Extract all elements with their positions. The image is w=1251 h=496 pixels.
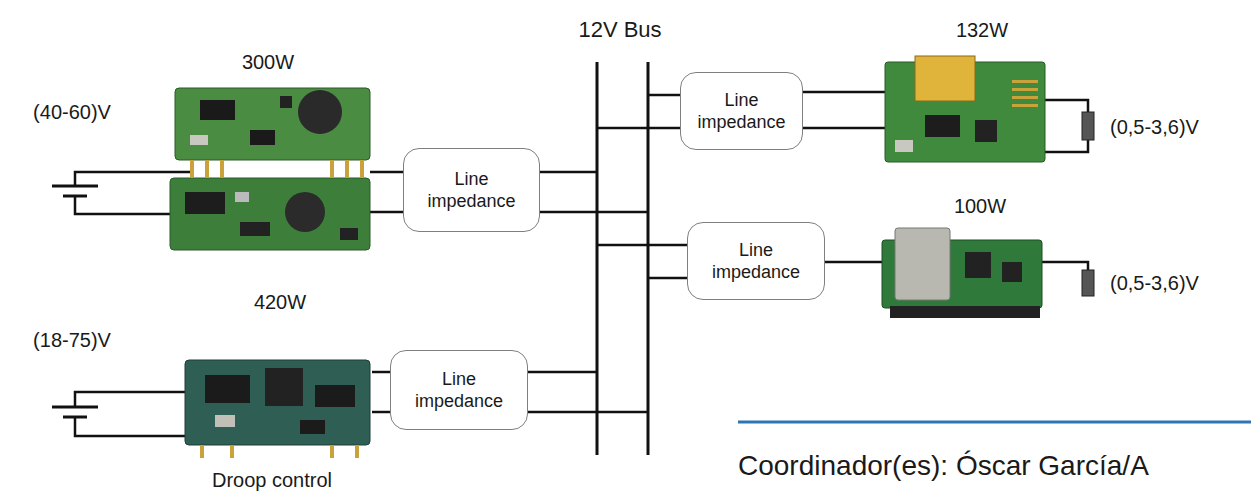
diagram-label: 132W [956, 18, 1008, 42]
wire [1042, 262, 1088, 270]
battery-symbol [63, 416, 87, 419]
box-text: Line impedance [400, 368, 518, 413]
converter-module-illustration [345, 160, 349, 178]
converter-module-illustration [185, 192, 225, 214]
converter-module-illustration [300, 420, 325, 434]
box-text: Line impedance [690, 89, 793, 134]
resistor-symbol [1082, 270, 1094, 296]
wire [540, 211, 648, 214]
converter-module-illustration [170, 178, 370, 250]
diagram-label: 300W [242, 50, 294, 74]
wire [372, 411, 390, 414]
converter-module-illustration [190, 135, 208, 145]
converter-module-illustration [285, 192, 325, 232]
battery-symbol [52, 186, 98, 417]
converter-module-illustration [298, 90, 342, 134]
box-text: Line impedance [697, 239, 815, 284]
wire [75, 417, 185, 436]
converter-module-illustration [190, 160, 194, 178]
battery-symbol [52, 406, 98, 409]
wire [528, 371, 597, 374]
separator-rule [738, 422, 1251, 423]
converter-module-illustration [215, 415, 235, 427]
wire [597, 127, 680, 130]
wire [370, 211, 403, 214]
wire [803, 127, 885, 130]
converter-module-illustration [1012, 96, 1038, 99]
wire [540, 171, 597, 174]
wire [648, 94, 680, 97]
impedance-box: Line impedance [403, 148, 540, 232]
converter-module-illustration [895, 140, 913, 152]
converter-module-illustration [200, 445, 204, 458]
converter-module-illustration [330, 445, 334, 458]
wire [1045, 100, 1088, 112]
diagram-label: 420W [254, 290, 306, 314]
diagram-label: (18-75)V [33, 328, 111, 352]
converter-module-illustration [205, 160, 209, 178]
converter-module-illustration [965, 252, 991, 278]
diagram-label: (0,5-3,6)V [1110, 115, 1199, 139]
converter-module-illustration [330, 160, 334, 178]
impedance-box: Line impedance [390, 350, 528, 430]
converter-module-illustration [235, 192, 249, 202]
converter-module-illustration [170, 56, 1045, 458]
diagram-label: (40-60)V [33, 100, 111, 124]
converter-module-illustration [200, 100, 235, 120]
converter-module-illustration [250, 130, 275, 145]
wire [1045, 140, 1088, 152]
resistor-symbol [1082, 112, 1094, 296]
converter-module-illustration [220, 160, 224, 178]
battery-symbol [63, 195, 87, 198]
separator-rule [738, 421, 1251, 424]
wire [75, 392, 185, 407]
converter-module-illustration [340, 228, 358, 240]
diagram-label: (0,5-3,6)V [1110, 271, 1199, 295]
converter-module-illustration [200, 445, 359, 458]
converter-module-illustration [1012, 104, 1038, 107]
battery-symbol [52, 185, 98, 188]
diagram-label: 12V Bus [578, 17, 661, 43]
converter-module-illustration [280, 96, 292, 108]
converter-module-illustration [355, 445, 359, 458]
box-text: Line impedance [413, 168, 530, 213]
converter-module-illustration [265, 368, 303, 406]
impedance-box: Line impedance [687, 222, 825, 300]
converter-module-illustration [175, 88, 370, 160]
converter-module-illustration [315, 385, 355, 407]
diagram-label: Droop control [212, 468, 332, 492]
converter-module-illustration [205, 375, 250, 403]
converter-module-illustration [185, 360, 370, 445]
converter-module-illustration [1012, 88, 1038, 91]
bus-bar [596, 62, 599, 455]
wire [648, 277, 687, 280]
diagram-label: Coordinador(es): Óscar García/A [738, 449, 1149, 483]
converter-module-illustration [1012, 80, 1038, 107]
wire [803, 91, 885, 94]
impedance-box: Line impedance [680, 72, 803, 150]
wire [528, 411, 648, 414]
resistor-symbol [1082, 112, 1094, 140]
wire [597, 244, 687, 247]
converter-module-illustration [895, 228, 950, 300]
wire [825, 261, 882, 264]
wire [370, 171, 403, 174]
converter-module-illustration [190, 160, 364, 178]
converter-module-illustration [975, 120, 997, 142]
wire [372, 371, 390, 374]
converter-module-illustration [925, 115, 960, 137]
converter-module-illustration [230, 445, 234, 458]
diagram-label: 100W [954, 194, 1006, 218]
converter-module-illustration [890, 306, 1040, 318]
converter-module-illustration [360, 160, 364, 178]
bus-bar [597, 62, 648, 455]
converter-module-illustration [1002, 262, 1022, 282]
bus-bar [647, 62, 650, 455]
converter-module-illustration [915, 56, 975, 101]
converter-module-illustration [240, 222, 270, 236]
converter-module-illustration [1012, 80, 1038, 83]
